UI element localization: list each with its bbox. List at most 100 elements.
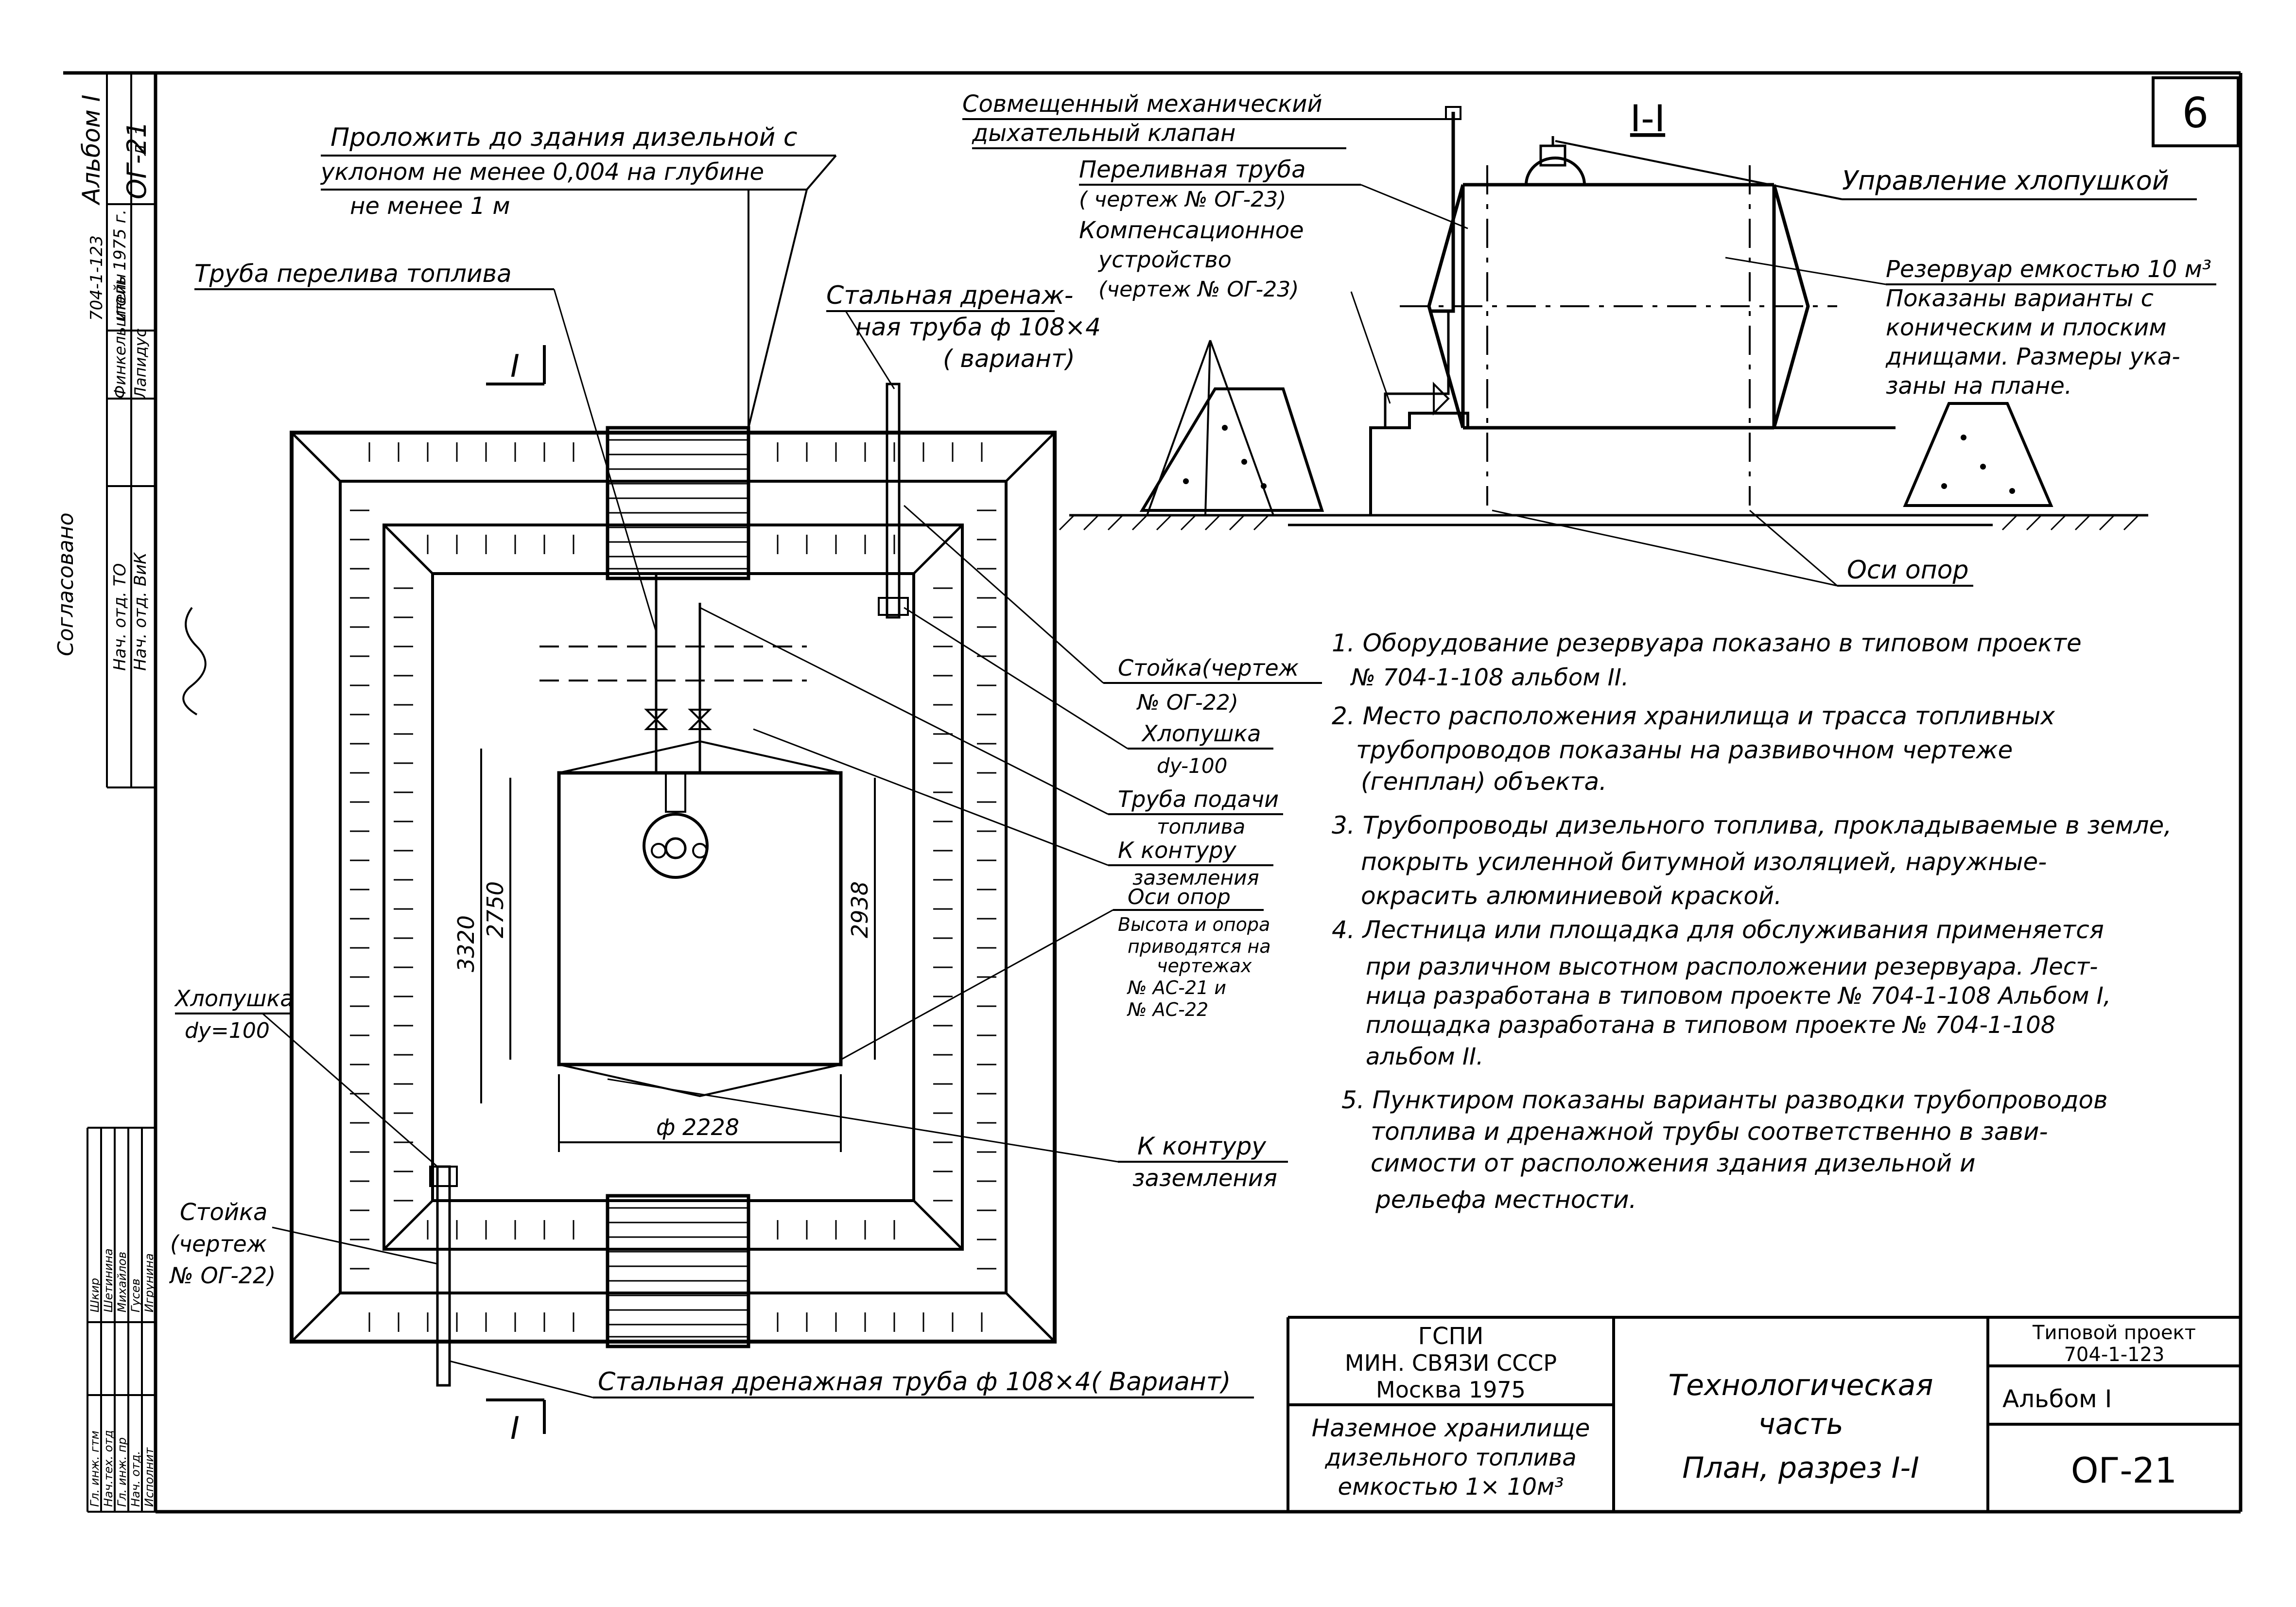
drain-bottom-label: Стальная дренажная труба ф 108×4( Вариан… <box>598 1367 1231 1397</box>
rack-top-2: № ОГ-22) <box>1136 690 1238 715</box>
sign-name-1: Шкир <box>88 1278 102 1312</box>
side-sheet: Л. 1 <box>133 126 150 156</box>
dim-2750: 2750 <box>482 881 508 938</box>
object-line-1: Наземное хранилище <box>1312 1414 1590 1442</box>
note-4-line-1: 4. Лестница или площадка для обслуживани… <box>1332 916 2104 944</box>
side-dept-name-1: Финкельштейн <box>111 274 129 399</box>
org-line-3: Москва 1975 <box>1376 1377 1526 1403</box>
side-code: ОГ-21 <box>122 121 152 199</box>
sign-role-3: Гл. инж. пр <box>115 1437 129 1507</box>
title-line-1: Технологическая <box>1668 1368 1933 1402</box>
height-note-3: чертежах <box>1157 955 1252 977</box>
outer-embankment <box>290 431 1057 1344</box>
passage-bottom <box>606 1194 750 1348</box>
overflow-pipe-label-2: ( чертеж № ОГ-23) <box>1079 187 1286 212</box>
rack-left-3: № ОГ-22) <box>169 1262 276 1289</box>
side-stamp: Альбом I ОГ-21 704-1-123 июль 1975 г. Л.… <box>53 73 207 788</box>
sign-role-5: Исполнит <box>142 1447 156 1507</box>
note-2-line-2: трубопроводов показаны на развивочном че… <box>1356 736 2013 764</box>
dim-2938: 2938 <box>847 881 873 938</box>
drain-variant-label-1: Стальная дренаж- <box>826 281 1073 310</box>
note-1-line-2: № 704-1-108 альбом II. <box>1350 664 1629 691</box>
sign-name-4: Гусев <box>129 1278 142 1312</box>
note-3-line-3: окрасить алюминиевой краской. <box>1361 882 1782 910</box>
height-note-1: Высота и опора <box>1118 914 1270 935</box>
sign-table: Гл. инж. гтм Нач.тех. отд Гл. инж. пр На… <box>87 1127 156 1513</box>
grounding-top-1: К контуру <box>1118 837 1237 863</box>
note-5-line-2: топлива и дренажной трубы соответственно… <box>1371 1118 2048 1146</box>
note-4-line-5: альбом II. <box>1366 1043 1483 1070</box>
passage-top <box>606 426 750 580</box>
height-note-2: приводятся на <box>1128 936 1271 957</box>
tank-note-line-3: коническим и плоским <box>1886 314 2167 341</box>
tank-note-line-4: днищами. Размеры ука- <box>1885 343 2180 370</box>
grounding-bottom-2: заземления <box>1132 1165 1277 1192</box>
sign-name-5: Игрунина <box>142 1253 156 1312</box>
side-dept-name-2: Лапидус <box>131 329 150 399</box>
plan-view: 3320 2750 2938 ф 2228 I I Проложить до з… <box>169 123 1322 1447</box>
note-5-line-3: симости от расположения здания дизельной… <box>1371 1149 1976 1177</box>
project-label: Типовой проект <box>2032 1322 2196 1344</box>
tank-note-line-1: Резервуар емкостью 10 м³ <box>1886 256 2211 283</box>
dim-diameter: ф 2228 <box>656 1114 739 1140</box>
feed-pipe-1: Труба подачи <box>1118 786 1279 812</box>
flap-top-1: Хлопушка <box>1141 720 1261 747</box>
object-line-2: дизельного топлива <box>1324 1444 1576 1471</box>
flap-top-2: dy-100 <box>1157 754 1227 778</box>
section-mark-top: I <box>510 349 520 384</box>
sheet-code: ОГ-21 <box>2071 1450 2177 1491</box>
route-note-2: уклоном не менее 0,004 на глубине <box>320 158 764 186</box>
height-note-5: № АС-22 <box>1127 999 1208 1020</box>
sheet-frame <box>63 71 2243 1514</box>
route-note-3: не менее 1 м <box>350 192 510 220</box>
flap-left-2: dy=100 <box>185 1018 270 1043</box>
compensator-label-3: (чертеж № ОГ-23) <box>1098 277 1299 302</box>
sheet-number: 6 <box>2182 89 2209 138</box>
sign-role-2: Нач.тех. отд <box>102 1430 115 1507</box>
side-agreed: Согласовано <box>53 512 78 656</box>
grounding-top-2: заземления <box>1132 866 1259 890</box>
section-view: I-I <box>962 90 2216 587</box>
axes-label: Оси опор <box>1128 885 1231 909</box>
org-line-2: МИН. СВЯЗИ СССР <box>1345 1350 1557 1376</box>
sign-name-3: Михайлов <box>115 1252 129 1312</box>
sign-name-2: Шетинина <box>102 1248 115 1312</box>
breather-valve-label-2: дыхательный клапан <box>972 120 1235 147</box>
tank-note-line-5: заны на плане. <box>1886 372 2072 400</box>
left-embankment <box>1139 387 1324 512</box>
height-note-4: № АС-21 и <box>1127 977 1226 998</box>
feed-pipe-2: топлива <box>1157 815 1245 838</box>
object-line-3: емкостью 1× 10м³ <box>1338 1473 1564 1501</box>
side-album: Альбом I <box>77 95 105 206</box>
route-note-1: Проложить до здания дизельной с <box>330 123 797 152</box>
compensator-label-2: устройство <box>1097 246 1232 273</box>
section-mark-bottom: I <box>510 1411 520 1447</box>
note-5-line-1: 5. Пунктиром показаны варианты разводки … <box>1341 1086 2108 1114</box>
overflow-fuel-pipe-label: Труба перелива топлива <box>194 260 512 288</box>
drain-variant-label-3: ( вариант) <box>943 345 1075 373</box>
rack-left-2: (чертеж <box>170 1231 267 1257</box>
tank-note-line-2: Показаны варианты с <box>1886 285 2154 312</box>
note-2-line-1: 2. Место расположения хранилища и трасса… <box>1332 702 2055 730</box>
album-label: Альбом I <box>2002 1385 2112 1413</box>
compensator-label-1: Компенсационное <box>1079 217 1304 244</box>
side-signature-squiggle <box>182 607 207 716</box>
rack-left-1: Стойка <box>180 1199 267 1226</box>
org-line-1: ГСПИ <box>1418 1323 1484 1350</box>
overflow-pipe-label-1: Переливная труба <box>1079 156 1306 183</box>
section-title: I-I <box>1630 97 1665 140</box>
side-dept-head-1: Нач. отд. ТО <box>110 563 130 671</box>
side-project: 704-1-123 <box>87 235 106 321</box>
note-3-line-2: покрыть усиленной битумной изоляцией, на… <box>1361 848 2047 876</box>
title-line-2: часть <box>1758 1407 1844 1441</box>
notes: 1. Оборудование резервуара показано в ти… <box>1332 629 2172 1214</box>
title-block: ГСПИ МИН. СВЯЗИ СССР Москва 1975 Наземно… <box>1287 1316 2241 1512</box>
note-4-line-3: ница разработана в типовом проекте № 704… <box>1366 982 2111 1010</box>
sign-role-1: Гл. инж. гтм <box>88 1431 102 1507</box>
side-dept-head-2: Нач. отд. ВиК <box>131 552 150 671</box>
breather-valve-label-1: Совмещенный механический <box>962 90 1322 118</box>
flap-left-1: Хлопушка <box>174 985 294 1012</box>
note-5-line-4: рельефа местности. <box>1375 1186 1636 1214</box>
dim-3320: 3320 <box>453 915 479 972</box>
sign-role-4: Нач. отд. <box>129 1451 142 1507</box>
